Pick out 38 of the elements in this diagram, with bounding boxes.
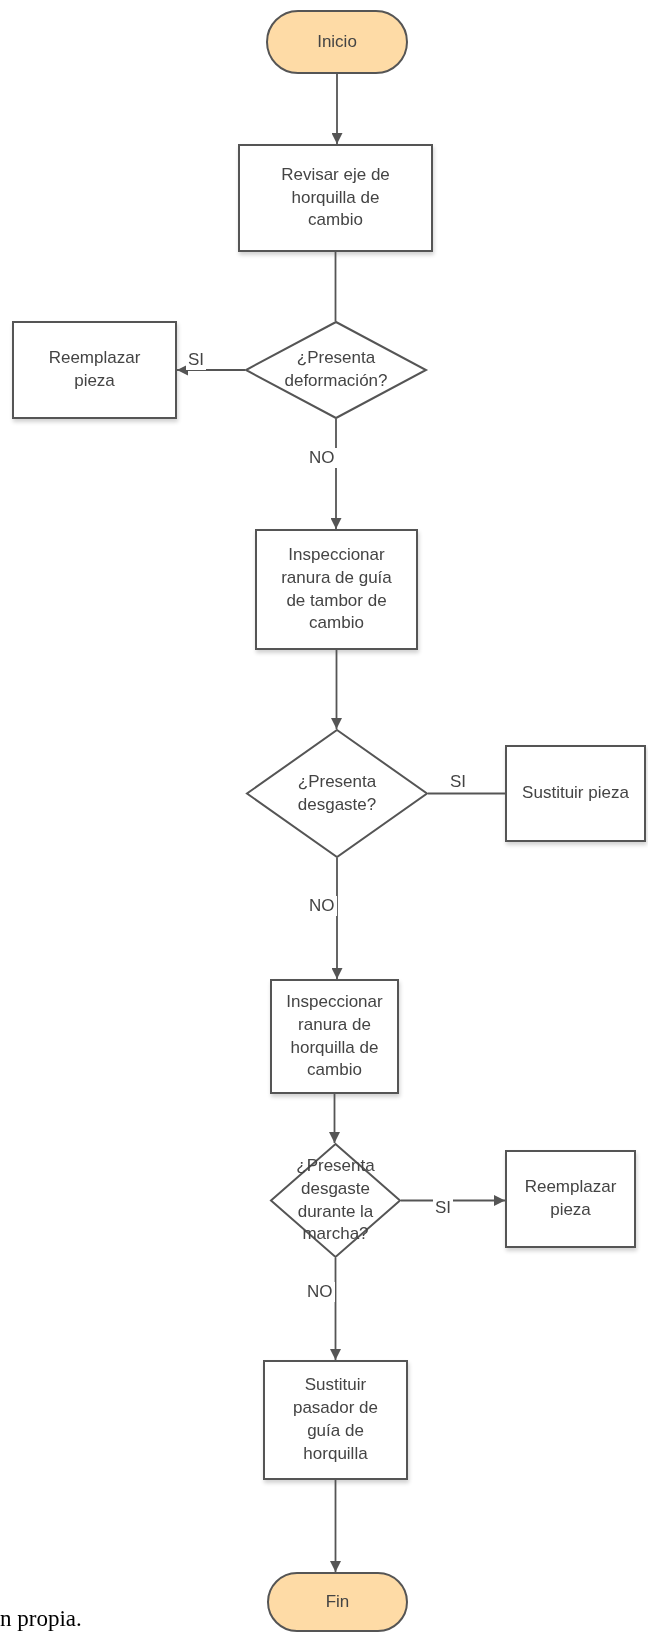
node-text: ¿Presenta desgaste? [296, 770, 378, 816]
decision-diamond [270, 1143, 401, 1258]
edge-label: SI [186, 350, 207, 371]
connector [330, 1257, 341, 1361]
connector [330, 1479, 341, 1573]
edge-label: NO [305, 1282, 335, 1303]
node-text: Inspeccionar ranura de horquilla de cambio [285, 990, 384, 1082]
process-box [270, 979, 399, 1094]
node-text: Fin [325, 1590, 350, 1613]
edge-label: NO [307, 448, 337, 469]
process-box [238, 144, 433, 252]
node-text: Reemplazar pieza [523, 1176, 618, 1221]
connector [334, 251, 337, 322]
connector [331, 857, 343, 980]
process-box [505, 745, 646, 842]
connector [400, 1195, 506, 1206]
process-box [505, 1150, 636, 1248]
node-text: Sustituir pasador de guía de horquilla [291, 1374, 380, 1465]
node-text: Revisar eje de horquilla de cambio [280, 163, 391, 232]
node-text: Inicio [317, 30, 357, 53]
connector [329, 1093, 340, 1144]
connector [331, 73, 343, 145]
node-text: Inspeccionar ranura de guía de tambor de cambio [280, 543, 393, 635]
edge-label: NO [307, 896, 337, 917]
node-text: Sustituir pieza [522, 782, 629, 805]
process-box [12, 321, 177, 419]
node-text: Reemplazar pieza [47, 347, 142, 392]
connector [176, 364, 246, 376]
decision-diamond [246, 729, 428, 858]
process-box [263, 1360, 408, 1480]
terminal-shape [266, 10, 408, 74]
connector [427, 792, 506, 795]
note-text: n propia. [0, 1606, 82, 1632]
node-text: ¿Presenta deformación? [283, 347, 389, 392]
decision-diamond [245, 321, 427, 419]
connector [331, 649, 342, 730]
terminal-shape [267, 1572, 408, 1632]
process-box [255, 529, 418, 650]
